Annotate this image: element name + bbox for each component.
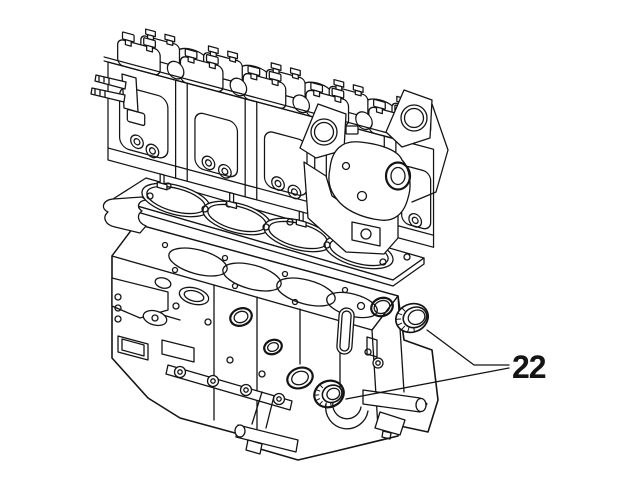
leader-line-lower: [345, 367, 510, 400]
installed-core-plug: [313, 379, 345, 409]
leader-line-upper: [426, 329, 510, 366]
engine-block: [111, 223, 439, 461]
callout-label: 22: [512, 349, 546, 385]
core-plug-part: [394, 302, 430, 334]
callout-22: 22: [345, 329, 547, 400]
cylinder-head: [90, 28, 449, 255]
head-gasket: [102, 177, 425, 287]
